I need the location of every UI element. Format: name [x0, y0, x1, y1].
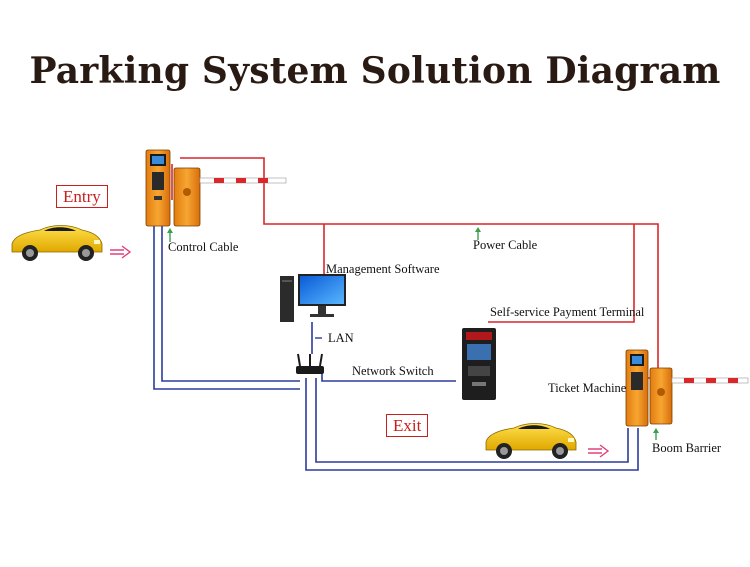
control-cable-label: Control Cable: [168, 240, 239, 254]
exit-label: Exit: [386, 414, 429, 437]
lan-label: LAN: [328, 331, 354, 345]
ticket-machine-label: Ticket Machine: [548, 381, 627, 395]
power-line-payment: [488, 224, 635, 323]
entry-car-icon: [11, 225, 103, 261]
desktop-computer-icon: [280, 274, 346, 322]
entry-label: Entry: [56, 185, 108, 208]
payment-terminal-label: Self-service Payment Terminal: [490, 305, 645, 319]
exit-car-icon: [485, 423, 577, 459]
exit-line-inner: [315, 378, 629, 463]
control-line-entry-inner: [161, 226, 300, 382]
exit-line-outer: [305, 378, 639, 471]
network-switch-label: Network Switch: [352, 364, 434, 378]
direction-arrow-icon: [110, 245, 132, 259]
cable-markers: [167, 227, 659, 440]
exit-boom-barrier-icon: [649, 367, 749, 425]
switch-to-payment: [321, 371, 456, 382]
power-cable-label: Power Cable: [473, 238, 538, 252]
direction-arrow-icon: [588, 444, 610, 458]
exit-ticket-kiosk-icon: [625, 349, 649, 427]
boom-barrier-label: Boom Barrier: [652, 441, 722, 455]
network-router-icon: [296, 353, 324, 374]
payment-terminal-icon: [462, 328, 496, 400]
control-line-entry-outer: [153, 226, 300, 390]
page-title: Parking System Solution Diagram: [29, 50, 721, 92]
management-software-label: Management Software: [326, 262, 440, 276]
entry-ticket-kiosk-icon: [145, 149, 171, 227]
data-cable-lines: [153, 226, 639, 471]
entry-boom-barrier-icon: [173, 167, 287, 227]
